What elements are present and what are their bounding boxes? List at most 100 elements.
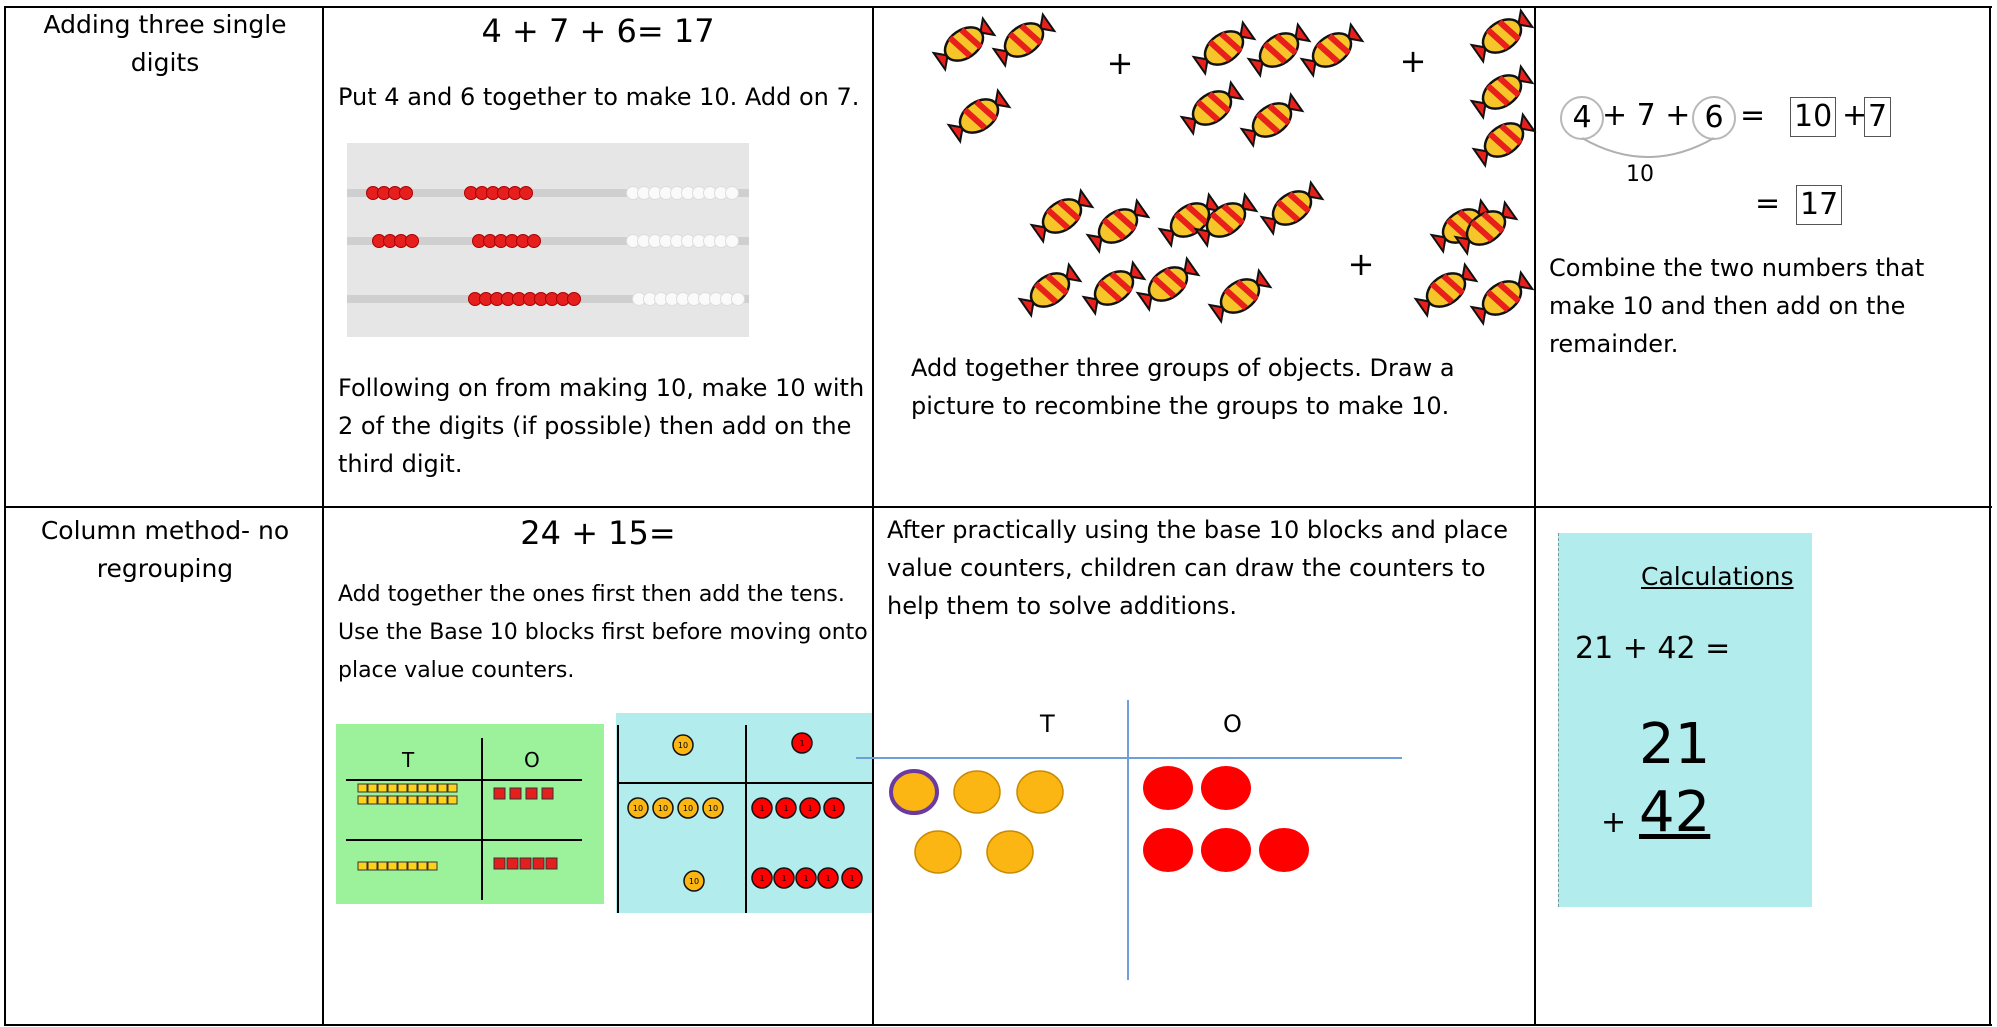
place-value-counter [773,867,795,889]
counter-label: 1 [831,804,836,813]
ten-rod-unit [387,783,398,793]
ten-rod-unit [377,795,388,805]
one-cube [493,857,506,870]
counter-label: 10 [683,804,693,813]
calculations-title: Calculations [1641,562,1794,591]
sweet-icon [1135,256,1201,312]
counter-label: 1 [781,874,786,883]
tens-header: T [1040,710,1055,738]
place-value-counter [702,797,724,819]
ten-rod-unit [417,795,428,805]
row1-pictorial-text: Add together three groups of objects. Dr… [911,354,1455,420]
ten-rod-unit [447,783,458,793]
ten-rod-unit [357,861,368,871]
one-counter [1201,828,1251,872]
ten-rod-unit [407,861,418,871]
place-value-counter [799,797,821,819]
table-border-middle [4,506,1992,508]
row1-concrete-text-1: Put 4 and 6 together to make 10. Add on … [338,83,860,111]
place-value-counter [677,797,699,819]
table-border-top [4,6,1992,8]
table-divider-2 [872,6,874,1026]
ten-rod-unit [367,795,378,805]
sweet-icon [1157,192,1223,248]
column-top-number: 21 [1639,712,1711,777]
bond-total: 10 [1626,162,1654,187]
ten-counter [1016,770,1064,814]
row1-heading: Adding three single digits [43,10,287,77]
base-ten-board: T O [336,724,604,904]
ten-counter [914,830,962,874]
ten-rod-unit [427,795,438,805]
bead [725,234,739,248]
counter-label: 10 [658,804,668,813]
sweet-icon [1469,64,1535,120]
table-divider-1 [322,6,324,1026]
ten-rod-unit [417,861,428,871]
one-counter [1201,766,1251,810]
bead [567,292,581,306]
counter-label: 1 [759,804,764,813]
column-plus-sign: + [1601,805,1627,840]
one-counter [1259,828,1309,872]
ten-rod-unit [437,795,448,805]
place-value-counter [791,732,813,754]
place-value-counter [795,867,817,889]
ten-rod-unit [407,795,418,805]
ten-rod-unit [367,861,378,871]
counter-label: 10 [678,741,688,750]
sweets-groups [931,8,1537,326]
ringed-number: 4 [1560,96,1604,140]
table-border-left [4,6,6,1026]
row2-pictorial-text: After practically using the base 10 bloc… [887,516,1509,620]
column-bottom-number: 42 [1639,780,1711,845]
ten-rod-unit [377,783,388,793]
sweet-icon [1413,262,1479,318]
one-cube [532,857,545,870]
row1-concrete-text-2: Following on from making 10, make 10 wit… [338,374,865,478]
place-value-counter [627,797,649,819]
ten-rod-unit [387,795,398,805]
ringed-number: 6 [1692,96,1736,140]
bead [527,234,541,248]
sweet-icon [1017,262,1083,318]
ten-counter [953,770,1001,814]
one-cube [506,857,519,870]
one-cube [541,787,554,800]
counter-label: 1 [759,874,764,883]
ten-rod-unit [427,861,438,871]
place-value-counter [751,797,773,819]
one-counter [1143,828,1193,872]
place-value-counter [751,867,773,889]
equals-sign: = [1755,186,1781,221]
ten-counter [986,830,1034,874]
counter-label: 1 [783,804,788,813]
bead [731,292,745,306]
ten-rod-unit [407,783,418,793]
place-value-counter [841,867,863,889]
boxed-number: 7 [1864,97,1892,137]
counter-label: 1 [799,739,804,748]
place-value-counter [652,797,674,819]
place-value-counter [683,870,705,892]
bead [725,186,739,200]
sweet-icon [991,12,1057,68]
ten-rod-unit [417,783,428,793]
ones-header: O [524,748,540,772]
calculations-panel: Calculations 21 + 42 = 21 + 42 [1558,533,1812,907]
counter-label: 10 [633,804,643,813]
one-counter [1143,766,1193,810]
boxed-number: 17 [1796,185,1843,225]
sweet-icon [1469,270,1535,326]
tens-header: T [402,748,415,772]
bead [405,234,419,248]
bead [519,186,533,200]
ten-rod-unit [377,861,388,871]
boxed-number: 10 [1790,97,1837,137]
sweet-icon [1191,20,1257,76]
plus-sign: + [1347,245,1375,283]
row2-equation: 24 + 15= [520,514,676,552]
plus-sign: + [1842,98,1868,133]
